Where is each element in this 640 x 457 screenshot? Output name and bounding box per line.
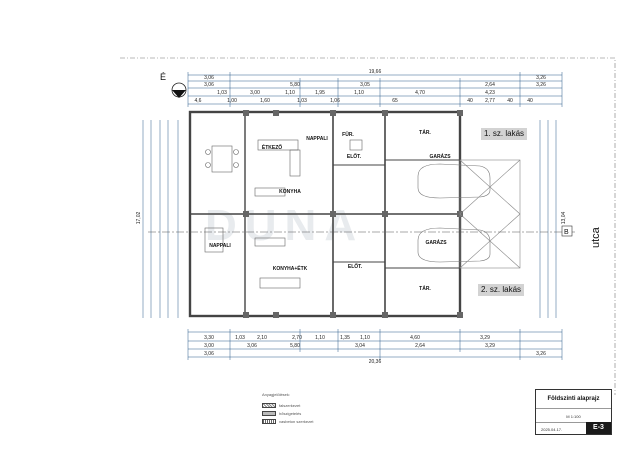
svg-text:2,10: 2,10 <box>257 335 267 341</box>
sheet-date: 2025.04.17. <box>541 427 563 432</box>
svg-text:3,06: 3,06 <box>204 82 214 88</box>
svg-text:2,64: 2,64 <box>485 82 495 88</box>
svg-text:3,30: 3,30 <box>204 335 214 341</box>
svg-text:20,36: 20,36 <box>369 359 382 365</box>
svg-text:1,10: 1,10 <box>354 90 364 96</box>
svg-text:1,35: 1,35 <box>340 335 350 341</box>
legend-item: falszerkezet <box>262 403 300 408</box>
svg-text:TÁR.: TÁR. <box>419 285 431 292</box>
sheet-title: Földszinti alaprajz <box>547 396 600 402</box>
svg-text:TÁR.: TÁR. <box>419 129 431 136</box>
dimension-lines <box>142 74 562 358</box>
svg-text:1,60: 1,60 <box>260 98 270 104</box>
legend-item: hőszigetelés <box>262 411 301 416</box>
svg-text:3,26: 3,26 <box>536 351 546 357</box>
svg-text:B: B <box>564 229 569 236</box>
svg-text:ELŐT.: ELŐT. <box>347 153 362 160</box>
svg-text:13,04: 13,04 <box>561 212 567 225</box>
svg-text:NAPPALI: NAPPALI <box>306 136 328 142</box>
driveway <box>459 159 521 269</box>
svg-text:1,10: 1,10 <box>360 335 370 341</box>
svg-text:5,80: 5,80 <box>290 82 300 88</box>
svg-text:KONYHA: KONYHA <box>279 189 301 195</box>
svg-text:3,00: 3,00 <box>250 90 260 96</box>
svg-text:1,03: 1,03 <box>217 90 227 96</box>
legend-item: vasbeton szerkezet <box>262 419 313 424</box>
svg-text:3,04: 3,04 <box>355 343 365 349</box>
watermark: DUNA <box>205 201 364 250</box>
street-label: utca <box>590 227 602 248</box>
svg-text:FÜR.: FÜR. <box>342 131 354 138</box>
svg-text:2,64: 2,64 <box>415 343 425 349</box>
north-arrow: É <box>160 72 187 98</box>
svg-text:1,95: 1,95 <box>315 90 325 96</box>
title-block-divider <box>536 408 611 409</box>
room-labels: ÉTKEZŐ NAPPALI NAPPALI KONYHA KONYHA+ÉTK… <box>209 129 451 292</box>
svg-text:3,26: 3,26 <box>536 82 546 88</box>
svg-text:É: É <box>160 72 166 82</box>
svg-text:1,10: 1,10 <box>315 335 325 341</box>
svg-text:GARÁZS: GARÁZS <box>429 153 451 160</box>
svg-text:3,26: 3,26 <box>536 75 546 81</box>
svg-text:ELŐT.: ELŐT. <box>348 263 363 270</box>
svg-text:19,66: 19,66 <box>369 69 382 75</box>
svg-text:3,29: 3,29 <box>480 335 490 341</box>
svg-text:40: 40 <box>467 98 473 104</box>
svg-text:2,70: 2,70 <box>292 335 302 341</box>
svg-text:40: 40 <box>507 98 513 104</box>
hatch-swatch <box>262 403 276 408</box>
svg-text:2,77: 2,77 <box>485 98 495 104</box>
svg-text:65: 65 <box>392 98 398 104</box>
legend-title: Anyagjelölések: <box>262 392 291 397</box>
svg-text:1,06: 1,06 <box>330 98 340 104</box>
svg-text:KONYHA+ÉTK: KONYHA+ÉTK <box>273 264 308 272</box>
svg-text:17,02: 17,02 <box>136 212 142 225</box>
svg-text:GARÁZS: GARÁZS <box>425 239 447 246</box>
svg-text:3,06: 3,06 <box>247 343 257 349</box>
furniture <box>204 139 363 289</box>
svg-text:1,10: 1,10 <box>285 90 295 96</box>
svg-text:3,29: 3,29 <box>485 343 495 349</box>
wall-pillars <box>243 110 463 318</box>
garage-cars <box>417 163 491 263</box>
svg-text:4,60: 4,60 <box>410 335 420 341</box>
sheet-scale: M 1:100 <box>566 414 581 419</box>
svg-text:40: 40 <box>527 98 533 104</box>
dimension-text: 19,66 3,06 3,26 3,06 5,80 3,05 2,64 3,26… <box>136 69 567 365</box>
unit-2-callout: 2. sz. lakás <box>478 284 525 296</box>
svg-text:4,6: 4,6 <box>195 98 202 104</box>
svg-text:5,80: 5,80 <box>290 343 300 349</box>
plot-boundary <box>120 57 616 395</box>
svg-text:3,06: 3,06 <box>204 351 214 357</box>
hatch-swatch <box>262 411 276 416</box>
svg-text:4,23: 4,23 <box>485 90 495 96</box>
dimension-ticks <box>187 72 563 360</box>
sheet-number: E-3 <box>586 422 611 434</box>
hatch-swatch <box>262 419 276 424</box>
section-line: B <box>148 225 575 237</box>
svg-text:4,70: 4,70 <box>415 90 425 96</box>
svg-text:NAPPALI: NAPPALI <box>209 243 231 249</box>
svg-text:1,03: 1,03 <box>235 335 245 341</box>
svg-text:ÉTKEZŐ: ÉTKEZŐ <box>262 143 282 151</box>
svg-text:3,06: 3,06 <box>204 75 214 81</box>
svg-text:3,00: 3,00 <box>204 343 214 349</box>
title-block: Földszinti alaprajz M 1:100 2025.04.17. … <box>535 389 612 435</box>
title-block-divider <box>536 422 611 423</box>
svg-text:3,05: 3,05 <box>360 82 370 88</box>
unit-1-callout: 1. sz. lakás <box>481 128 528 140</box>
svg-text:1,00: 1,00 <box>227 98 237 104</box>
svg-text:1,03: 1,03 <box>297 98 307 104</box>
